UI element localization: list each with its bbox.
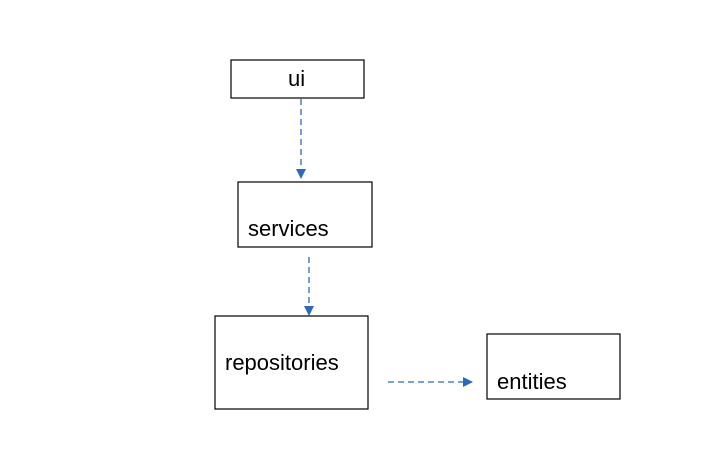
- node-services-box: [237, 181, 373, 248]
- node-entities-label: entities: [497, 369, 567, 394]
- node-repositories: repositories: [214, 315, 369, 410]
- node-entities-box: [486, 333, 621, 400]
- node-repositories-label: repositories: [225, 350, 339, 375]
- node-ui: ui: [230, 59, 365, 99]
- node-services-label: services: [248, 216, 329, 241]
- node-ui-label: ui: [288, 66, 305, 91]
- node-repositories-box: [214, 315, 369, 410]
- node-services: services: [237, 181, 373, 248]
- node-entities: entities: [486, 333, 621, 400]
- node-ui-box: [230, 59, 365, 99]
